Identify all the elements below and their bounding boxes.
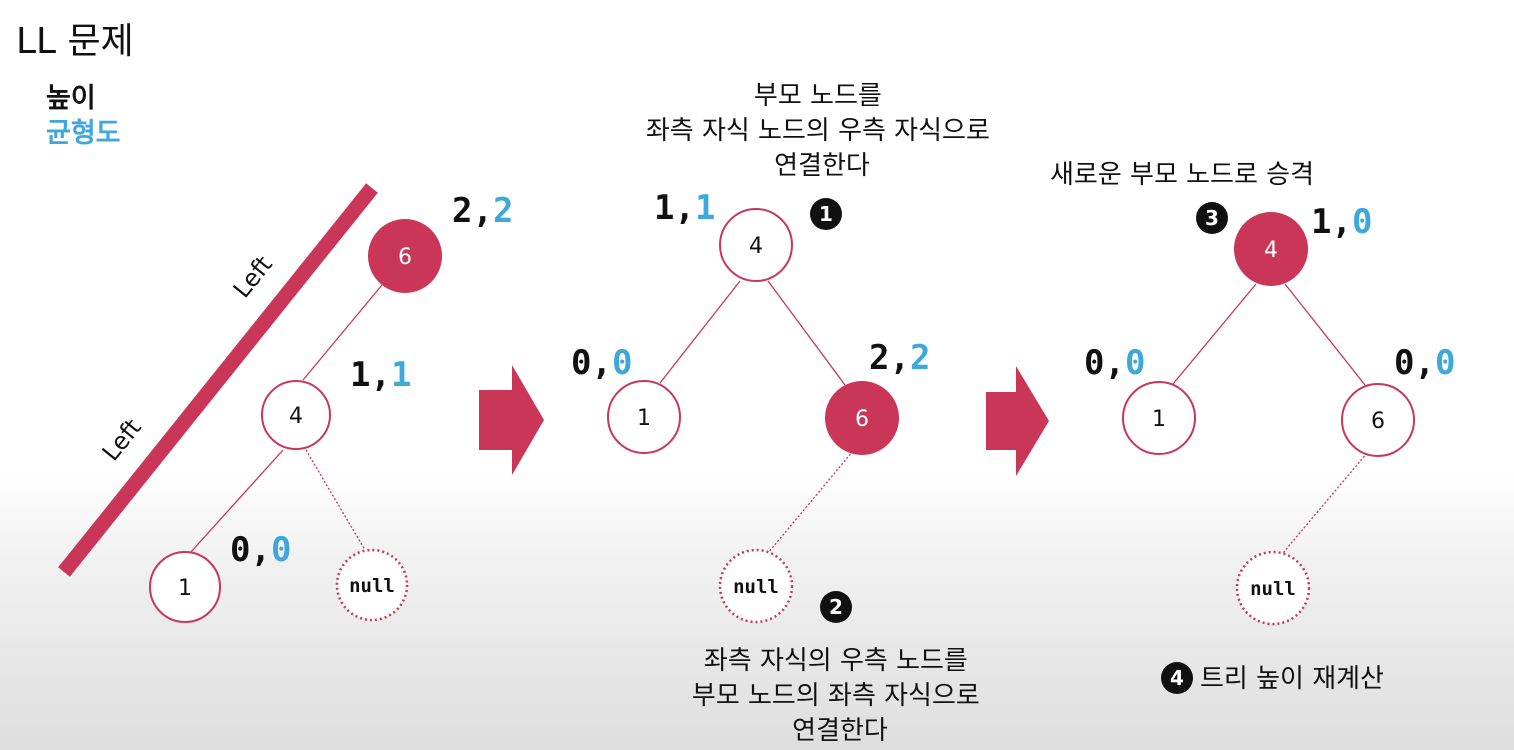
legend-balance-label: 균형도 — [46, 118, 121, 149]
step-3-text: 새로운 부모 노드로 승격 — [1050, 160, 1314, 190]
svg-text:1: 1 — [178, 576, 192, 601]
height-balance-node-4: 1,0 — [1311, 202, 1372, 242]
tree-node-1: 1 — [149, 551, 221, 623]
height-balance-node-6: 0,0 — [1394, 343, 1455, 383]
svg-text:6: 6 — [1371, 409, 1385, 434]
step-4-text: 트리 높이 재계산 — [1200, 664, 1384, 694]
svg-text:6: 6 — [398, 245, 412, 270]
stage-3-tree: 새로운 부모 노드로 승격 3 4 1 6 null 1,0 0,0 — [1050, 160, 1455, 694]
stage-2-tree: 부모 노드를 좌측 자식 노드의 우측 자식으로 연결한다 1 4 1 6 nu… — [571, 81, 998, 746]
tree-node-6: 6 — [368, 219, 442, 293]
left-path-bar — [58, 183, 378, 577]
svg-text:null: null — [733, 576, 779, 598]
edge-4-1 — [189, 449, 284, 554]
edge-4-1 — [1172, 283, 1257, 385]
svg-text:4: 4 — [1264, 238, 1278, 263]
transition-arrow-2 — [986, 366, 1049, 476]
edge-4-6 — [1284, 283, 1366, 386]
tree-node-4: 4 — [719, 208, 793, 282]
height-balance-node-1: 0,0 — [230, 530, 291, 570]
svg-text:1: 1 — [1152, 407, 1166, 432]
tree-node-1: 1 — [1122, 381, 1196, 455]
legend-height-label: 높이 — [46, 83, 96, 114]
svg-text:2: 2 — [829, 595, 843, 619]
edge-6-null — [767, 450, 854, 554]
left-label-upper: Left — [228, 251, 278, 304]
tree-node-6: 6 — [1341, 383, 1415, 457]
tree-node-null: null — [718, 548, 794, 624]
edge-6-null — [1282, 452, 1368, 554]
stage-1-tree: Left Left 6 4 1 null 2,2 1,1 0,0 — [58, 183, 513, 623]
transition-arrow-1 — [479, 365, 544, 475]
svg-text:1: 1 — [819, 202, 833, 226]
tree-node-1: 1 — [607, 380, 681, 454]
tree-node-null: null — [1235, 550, 1311, 626]
step-4-badge: 4 — [1161, 662, 1193, 694]
svg-text:4: 4 — [749, 234, 763, 259]
edge-4-1 — [659, 280, 741, 384]
height-balance-node-4: 1,1 — [654, 188, 715, 228]
tree-node-4: 4 — [1234, 212, 1308, 286]
svg-text:6: 6 — [855, 407, 869, 432]
edge-4-null — [305, 449, 366, 551]
step-2-text: 좌측 자식의 우측 노드를 부모 노드의 좌측 자식으로 연결한다 — [692, 646, 988, 746]
tree-node-4: 4 — [261, 380, 331, 450]
svg-text:null: null — [1250, 578, 1296, 600]
tree-node-null: null — [335, 548, 409, 622]
tree-node-6: 6 — [825, 381, 899, 455]
step-3-badge: 3 — [1196, 202, 1228, 234]
svg-text:3: 3 — [1205, 206, 1219, 230]
edge-4-6 — [767, 280, 846, 386]
height-balance-node-1: 0,0 — [1084, 343, 1145, 383]
svg-text:4: 4 — [289, 404, 303, 429]
left-label-lower: Left — [97, 414, 147, 467]
step-1-badge: 1 — [810, 198, 842, 230]
height-balance-node-1: 0,0 — [571, 343, 632, 383]
step-2-badge: 2 — [820, 591, 852, 623]
svg-text:4: 4 — [1170, 666, 1184, 690]
page-title: LL 문제 — [16, 21, 134, 62]
height-balance-node-6: 2,2 — [869, 338, 930, 378]
step-1-text: 부모 노드를 좌측 자식 노드의 우측 자식으로 연결한다 — [646, 81, 998, 181]
edge-6-4 — [302, 284, 383, 381]
svg-text:null: null — [349, 575, 395, 597]
height-balance-node-6: 2,2 — [452, 191, 513, 231]
height-balance-node-4: 1,1 — [350, 355, 411, 395]
svg-text:1: 1 — [637, 406, 651, 431]
